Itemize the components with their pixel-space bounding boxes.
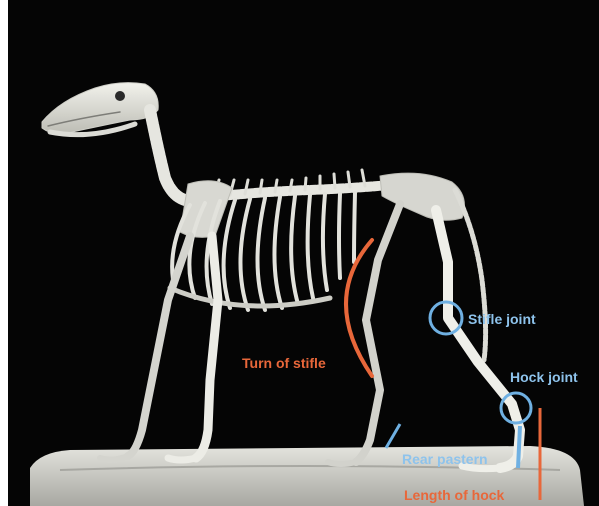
hock-joint-label: Hock joint bbox=[510, 369, 578, 385]
stifle-joint-label: Stifle joint bbox=[468, 311, 536, 327]
photo-background bbox=[8, 0, 599, 506]
turn-of-stifle-label: Turn of stifle bbox=[242, 355, 326, 371]
rear-pastern-label: Rear pastern bbox=[402, 451, 488, 467]
length-of-hock-label: Length of hock bbox=[404, 487, 505, 503]
rear-pastern-line bbox=[518, 426, 520, 468]
